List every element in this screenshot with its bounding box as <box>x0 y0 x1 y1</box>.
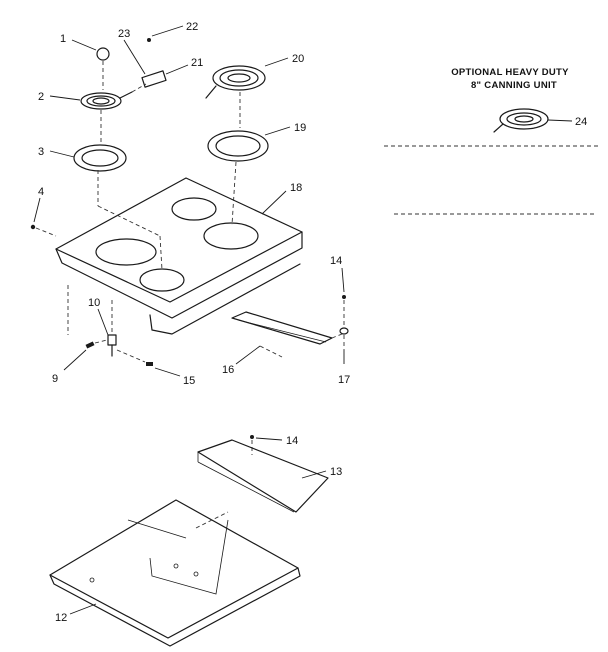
part-24-canning-element <box>493 108 573 133</box>
part-10-bracket <box>67 285 117 357</box>
callout-16: 16 <box>222 364 234 376</box>
part-17-clip <box>339 327 349 364</box>
part-15-screw <box>116 349 181 377</box>
callout-12: 12 <box>55 612 67 624</box>
part-4-screw <box>30 197 57 237</box>
part-21-terminal-block <box>123 39 189 93</box>
callout-21: 21 <box>191 57 203 69</box>
section-divider-lines <box>384 145 600 215</box>
callout-19: 19 <box>294 122 306 134</box>
part-9-screw <box>63 339 108 371</box>
callout-13: 13 <box>330 466 342 478</box>
callout-22: 22 <box>186 21 198 33</box>
callout-14-lower: 14 <box>286 435 298 447</box>
callout-18: 18 <box>290 182 302 194</box>
callout-14-upper: 14 <box>330 255 342 267</box>
part-20-large-element <box>205 57 289 99</box>
part-1-knob <box>71 39 110 90</box>
callout-3: 3 <box>38 146 44 158</box>
callout-2: 2 <box>38 91 44 103</box>
part-13-heat-shield <box>197 439 329 513</box>
part-2-small-element <box>49 91 133 110</box>
callout-23: 23 <box>118 28 130 40</box>
callout-20: 20 <box>292 53 304 65</box>
part-18-cooktop <box>55 161 303 335</box>
part-14-screw-lower <box>250 435 283 455</box>
part-16-support-bracket <box>231 311 343 365</box>
callout-10: 10 <box>88 297 100 309</box>
callout-17: 17 <box>338 374 350 386</box>
part-3-small-drip-bowl <box>49 110 127 172</box>
callout-1: 1 <box>60 33 66 45</box>
part-14-screw-upper <box>341 267 346 326</box>
part-22-screw <box>147 25 184 42</box>
callout-24: 24 <box>575 116 587 128</box>
callout-4: 4 <box>38 186 44 198</box>
part-19-large-drip-bowl <box>207 92 291 162</box>
callout-15: 15 <box>183 375 195 387</box>
part-12-base-pan <box>49 499 301 647</box>
callout-9: 9 <box>52 373 58 385</box>
optional-note-line-1: OPTIONAL HEAVY DUTY <box>451 67 569 78</box>
optional-note-line-2: 8" CANNING UNIT <box>471 80 557 91</box>
